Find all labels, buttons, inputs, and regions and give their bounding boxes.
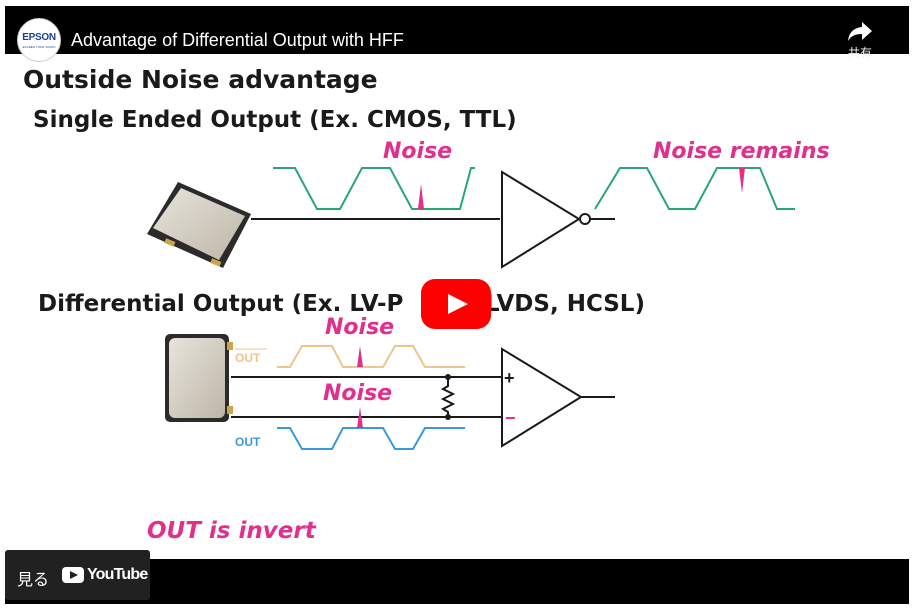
differential-title-tail: LVDS, HCSL) [485,291,645,317]
termination-resistor-icon [440,374,456,420]
video-player[interactable]: Outside Noise advantage Single Ended Out… [5,6,909,604]
diff-noise-top-label: Noise [325,315,394,340]
watch-on-label: 見る [17,572,50,589]
out-label: OUT [235,351,261,365]
slide-heading: Outside Noise advantage [23,65,378,94]
differential-crystal-icon [165,334,233,422]
watch-on-youtube-button[interactable]: 見る YouTube [5,550,150,600]
out-waveform [277,345,465,368]
inverter-buffer-icon [501,170,615,269]
output-waveform [594,167,795,210]
channel-logo-tagline: EXCEED YOUR VISION [22,45,56,49]
channel-avatar[interactable]: EPSON EXCEED YOUR VISION [17,18,61,62]
noise-remains-label: Noise remains [653,139,830,164]
minus-sign: − [505,408,516,428]
diff-noise-bottom-label: Noise [323,381,392,406]
out-bar-waveform [277,427,465,450]
out-bar-label: OUT [235,435,261,449]
noise-remains-spike [739,168,745,193]
differential-title: Differential Output (Ex. LV-P [38,291,403,317]
single-ended-title: Single Ended Output (Ex. CMOS, TTL) [33,107,517,133]
player-top-bar [5,6,909,54]
out-bar-noise-spike [357,407,363,428]
slide-diagram: Outside Noise advantage Single Ended Out… [23,65,830,544]
channel-logo-text: EPSON [22,32,56,43]
noisy-waveform [273,167,475,210]
noise-spike [418,184,424,209]
play-button[interactable] [421,279,491,329]
plus-sign: + [504,368,515,388]
crystal-oscillator-icon [147,182,251,268]
video-title[interactable]: Advantage of Differential Output with HF… [71,30,404,50]
share-label: 共有 [847,46,872,60]
youtube-wordmark: YouTube [87,566,148,583]
slide-caption: OUT is invert [147,518,317,544]
share-button[interactable]: 共有 [843,20,877,68]
out-noise-spike [357,346,363,367]
youtube-play-icon [62,567,84,583]
differential-receiver-icon [501,347,615,448]
share-icon [848,22,872,41]
video-frame[interactable]: Outside Noise advantage Single Ended Out… [5,6,909,559]
noise-label: Noise [383,139,452,164]
